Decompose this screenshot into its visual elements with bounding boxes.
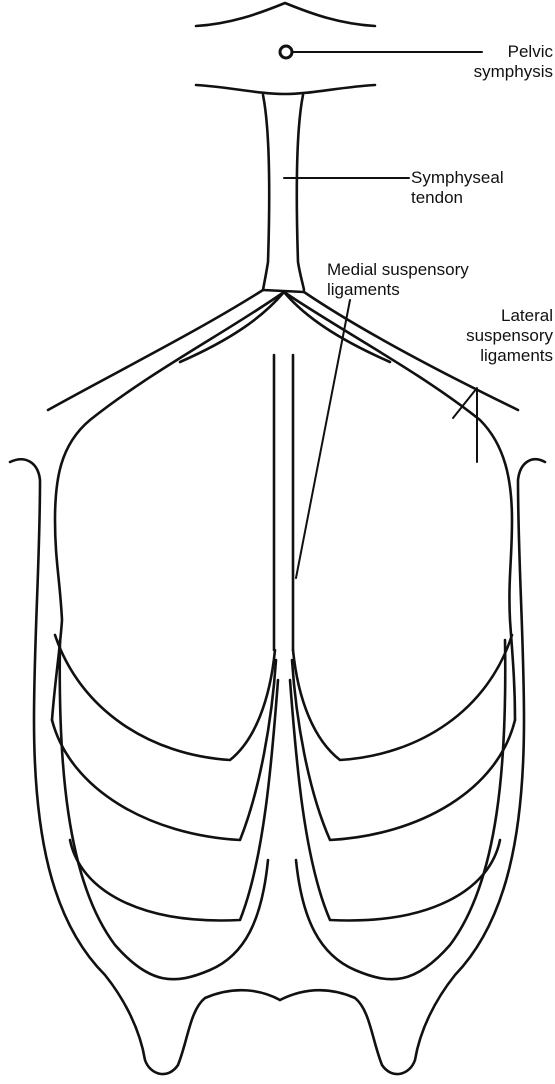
pelvic-symphysis-label: Pelvic symphysis [474,42,553,82]
body-wall-left-upper [48,290,263,410]
medial-suspensory-ligaments-label-line1: Medial suspensory [327,260,469,280]
leader-lateral-ligaments [453,388,477,462]
symphyseal-tendon-right-edge [297,95,304,290]
leader-medial-ligaments [296,300,350,578]
left-lateral-ligament-contour [52,292,284,720]
right-lamella-2 [292,660,515,840]
pelvic-symphysis-marker [280,46,292,58]
right-flank-outline [280,459,545,1074]
symphyseal-tendon-left-edge [263,95,269,290]
lateral-suspensory-ligaments-label-line3: ligaments [466,346,553,366]
left-lamella-2 [52,660,276,840]
pelvic-symphysis-label-line1: Pelvic [474,42,553,62]
left-lamella-3 [70,680,278,920]
lateral-suspensory-ligaments-label-line1: Lateral [466,306,553,326]
right-lamella-3 [290,680,500,920]
symphyseal-tendon-label-line2: tendon [411,188,504,208]
right-teat-outline [296,640,505,979]
symphyseal-tendon-label-line1: Symphyseal [411,168,504,188]
left-flank-outline [10,459,280,1074]
symphyseal-tendon-label: Symphyseal tendon [411,168,504,208]
left-lamella-1 [55,635,275,760]
lateral-suspensory-ligaments-label: Lateral suspensory ligaments [466,306,553,366]
pelvic-bone-bottom-curve [196,85,375,94]
pelvic-symphysis-label-line2: symphysis [474,62,553,82]
left-teat-outline [60,640,268,979]
medial-suspensory-ligaments-label: Medial suspensory ligaments [327,260,469,300]
lateral-suspensory-ligaments-label-line2: suspensory [466,326,553,346]
medial-suspensory-ligaments-label-line2: ligaments [327,280,469,300]
pelvic-bone-top-curve [196,3,375,26]
right-lamella-1 [293,635,512,760]
